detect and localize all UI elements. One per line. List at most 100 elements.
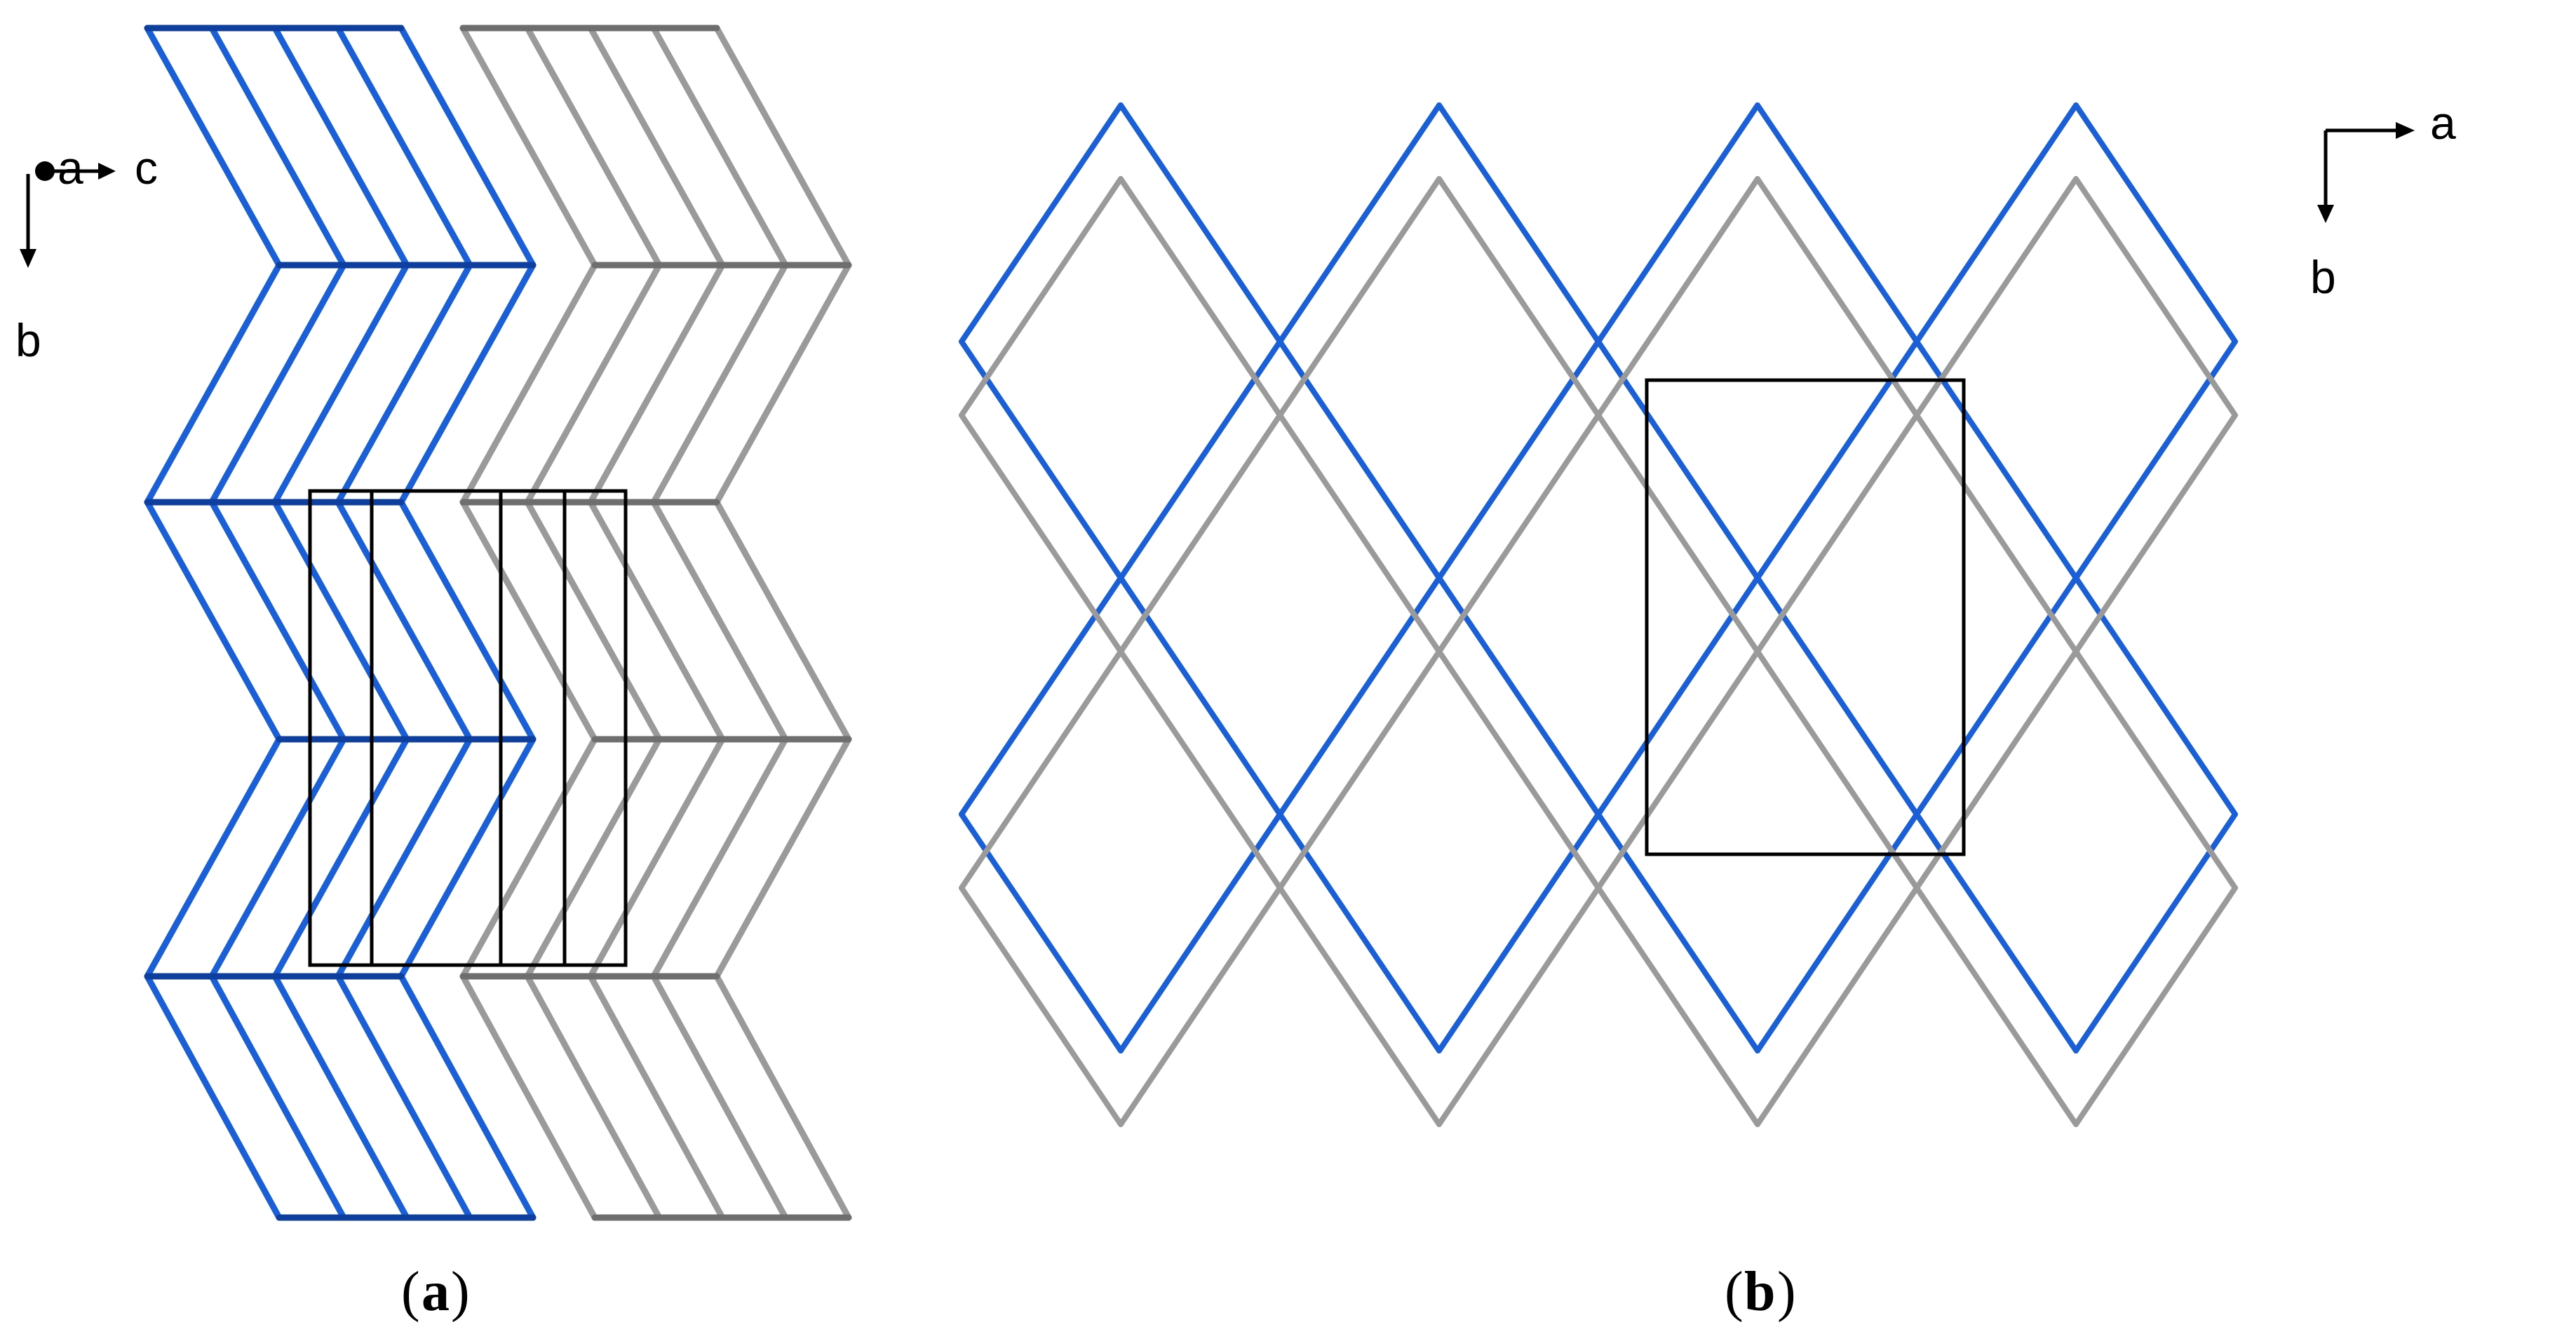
gray-chain-bond xyxy=(459,262,598,506)
gray-edge xyxy=(1755,412,1920,654)
blue-edge xyxy=(1436,575,1601,817)
gray-chain-bond xyxy=(713,262,852,506)
horizontal-axis-arrowhead-icon xyxy=(2396,122,2415,139)
blue-chain-bond xyxy=(208,973,347,1221)
gray-edge xyxy=(959,412,1124,654)
panel-b-caption: ( b ) xyxy=(1725,1261,1796,1323)
blue-edge xyxy=(1118,339,1283,581)
blue-chain-bond xyxy=(271,499,410,743)
blue-edge xyxy=(959,102,1124,344)
gray-chain-bond xyxy=(459,25,598,269)
gray-chain-bond xyxy=(650,262,789,506)
gray-edge xyxy=(2073,412,2238,654)
vertical-axis-label: b xyxy=(2310,251,2336,303)
blue-edge xyxy=(2073,811,2238,1053)
panel-a-caption: ( a ) xyxy=(401,1261,470,1323)
blue-edge xyxy=(1914,575,2079,817)
blue-chain-bond xyxy=(144,25,283,269)
gray-edge xyxy=(959,176,1124,418)
gray-chain-bond xyxy=(713,25,852,269)
blue-edge xyxy=(1118,575,1283,817)
blue-edge xyxy=(1436,339,1601,581)
gray-edge xyxy=(1596,176,1760,418)
panel-b: a b ( b ) xyxy=(959,97,2456,1323)
blue-chain-bond xyxy=(144,499,283,743)
blue-chain-bond xyxy=(271,973,410,1221)
blue-edge xyxy=(2073,102,2238,344)
blue-edge xyxy=(1436,102,1601,344)
gray-chain-bond xyxy=(524,736,663,980)
gray-chain-bond xyxy=(524,499,663,743)
blue-edge xyxy=(959,811,1124,1053)
gray-edge xyxy=(1914,885,2079,1127)
blue-chain-bond xyxy=(208,736,347,980)
blue-chain-bond xyxy=(335,499,473,743)
gray-edge xyxy=(1277,176,1442,418)
gray-chain-bond xyxy=(713,736,852,980)
blue-edge xyxy=(1596,102,1760,344)
panel-a-unit-cell-back xyxy=(370,489,628,967)
svg-text:): ) xyxy=(451,1261,470,1323)
blue-edge xyxy=(959,339,1124,581)
gray-edge xyxy=(1755,649,1920,891)
gray-chain-bond xyxy=(459,499,598,743)
panel-b-unit-cell xyxy=(1645,378,1966,856)
gray-chain-bond xyxy=(524,25,663,269)
horizontal-axis-arrowhead-icon xyxy=(98,163,116,180)
blue-chain-bond xyxy=(208,499,347,743)
blue-chain-bond xyxy=(398,262,537,506)
gray-edge xyxy=(1914,649,2079,891)
blue-edge xyxy=(1277,102,1442,344)
gray-chain-bond xyxy=(713,973,852,1221)
vertical-axis-arrowhead-icon xyxy=(2317,205,2334,223)
gray-edge xyxy=(1118,885,1283,1127)
gray-edge xyxy=(1436,176,1601,418)
vertical-axis-arrowhead-icon xyxy=(20,249,36,268)
blue-edge xyxy=(1755,575,1920,817)
panel-b-caption-letter: b xyxy=(1744,1261,1776,1323)
blue-chain-bond xyxy=(208,262,347,506)
svg-text:(: ( xyxy=(1725,1261,1744,1323)
gray-edge xyxy=(1436,649,1601,891)
blue-chain-bond xyxy=(271,262,410,506)
panel-a-unit-cell xyxy=(308,489,628,967)
vertical-axis-label: b xyxy=(15,314,41,366)
blue-chain-bond xyxy=(398,973,537,1221)
svg-text:(: ( xyxy=(401,1261,420,1323)
blue-chain-bond xyxy=(335,262,473,506)
blue-edge xyxy=(2073,575,2238,817)
gray-edge xyxy=(1596,649,1760,891)
gray-edge xyxy=(1436,412,1601,654)
gray-chain-bond xyxy=(524,262,663,506)
gray-edge xyxy=(1118,649,1283,891)
blue-edge xyxy=(1755,102,1920,344)
blue-chain-bond xyxy=(335,736,473,980)
gray-edge xyxy=(1277,885,1442,1127)
blue-chain-bond xyxy=(335,973,473,1221)
blue-edge xyxy=(1596,339,1760,581)
blue-chain-bond xyxy=(144,973,283,1221)
blue-edge xyxy=(959,575,1124,817)
panel-a-axis-indicator: a c b xyxy=(15,142,158,366)
panel-a-caption-letter: a xyxy=(422,1261,450,1323)
gray-edge xyxy=(959,885,1124,1127)
blue-chain-bond xyxy=(398,736,537,980)
gray-chain-bond xyxy=(459,973,598,1221)
gray-chain-bond xyxy=(587,499,726,743)
panel-b-diamond-network xyxy=(959,102,2238,1127)
gray-edge xyxy=(1914,412,2079,654)
panel-a-zigzag-network xyxy=(144,25,852,1221)
out-of-plane-axis-label: a xyxy=(58,142,83,194)
gray-chain-bond xyxy=(459,736,598,980)
blue-chain-bond xyxy=(398,499,537,743)
gray-edge xyxy=(1914,176,2079,418)
gray-edge xyxy=(1596,412,1760,654)
gray-chain-bond xyxy=(650,499,789,743)
gray-edge xyxy=(2073,176,2238,418)
gray-edge xyxy=(1118,412,1283,654)
blue-chain-bond xyxy=(335,25,473,269)
blue-edge xyxy=(1914,102,2079,344)
blue-edge xyxy=(1118,811,1283,1053)
gray-edge xyxy=(1277,649,1442,891)
gray-edge xyxy=(1755,176,1920,418)
